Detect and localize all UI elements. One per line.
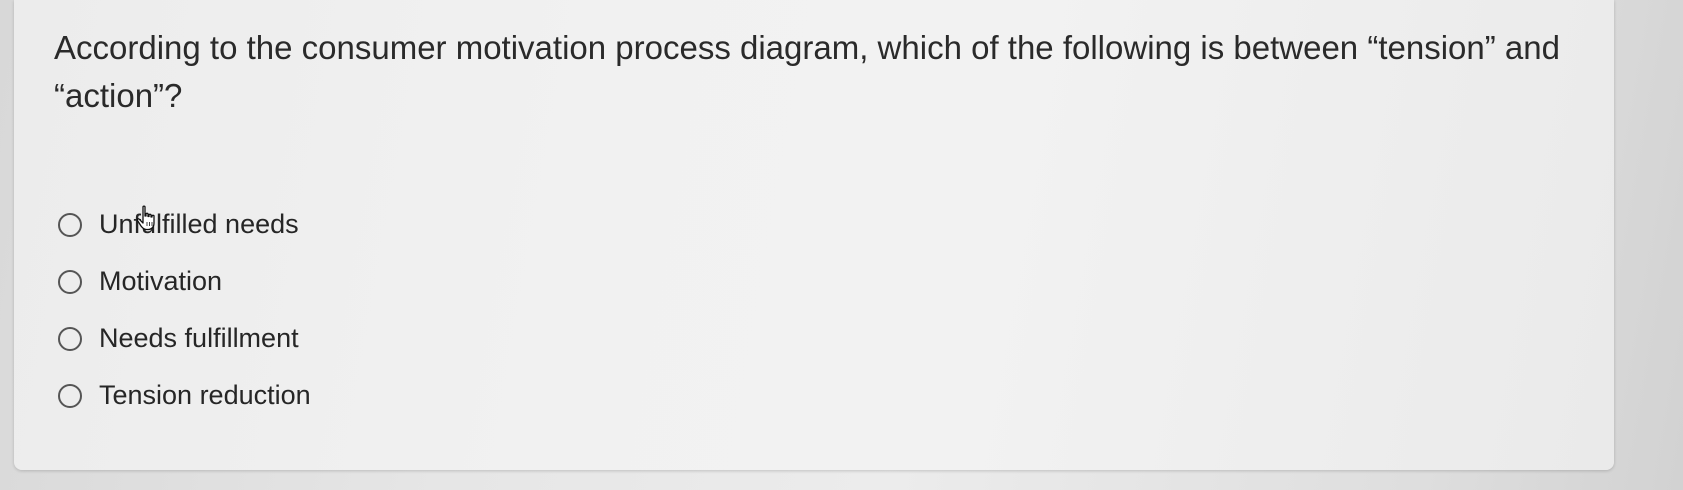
option-label: Unfulfilled needs [99,209,299,239]
option-tension-reduction[interactable]: Tension reduction [58,367,311,424]
radio-button[interactable] [58,383,82,408]
answer-options: Unfulfilled needs Motivation Needs fulfi… [58,196,311,424]
option-label: Needs fulfillment [99,323,299,353]
option-motivation[interactable]: Motivation [58,253,311,310]
question-text: According to the consumer motivation pro… [54,29,1560,114]
option-needs-fulfillment[interactable]: Needs fulfillment [58,310,311,367]
option-label: Motivation [99,266,223,296]
option-label: Tension reduction [99,380,311,410]
radio-button[interactable] [58,326,82,351]
radio-button[interactable] [58,212,82,237]
question-card: According to the consumer motivation pro… [14,0,1614,470]
option-unfulfilled-needs[interactable]: Unfulfilled needs [58,196,311,253]
radio-button[interactable] [58,269,82,294]
